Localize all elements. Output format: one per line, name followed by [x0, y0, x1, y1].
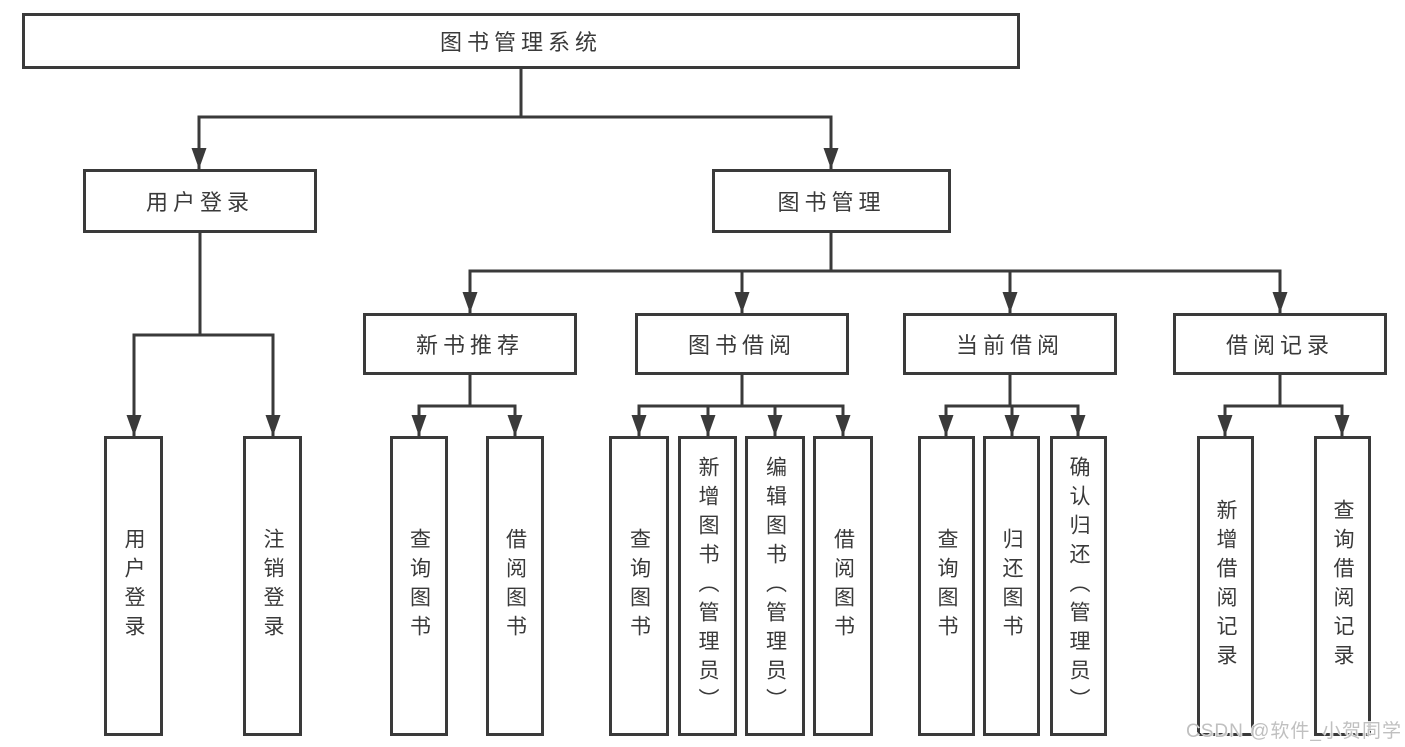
leaf-borrow-books-borrowing: 借阅图书	[813, 436, 873, 736]
leaf-add-books-admin: 新增图书（管理员）	[678, 436, 737, 736]
arrow-connectors	[126, 117, 1350, 436]
leaf-query-books-current: 查询图书	[918, 436, 975, 736]
leaf-query-books-recommend: 查询图书	[390, 436, 448, 736]
node-book-borrowing: 图书借阅	[635, 313, 849, 375]
leaf-add-borrow-record: 新增借阅记录	[1197, 436, 1254, 736]
node-borrowing-records: 借阅记录	[1173, 313, 1387, 375]
leaf-edit-books-admin: 编辑图书（管理员）	[745, 436, 805, 736]
leaf-confirm-return-admin: 确认归还（管理员）	[1050, 436, 1107, 736]
leaf-query-books-borrowing: 查询图书	[609, 436, 669, 736]
node-book-management: 图书管理	[712, 169, 951, 233]
connector-lines	[132, 67, 1344, 408]
leaf-borrow-books-recommend: 借阅图书	[486, 436, 544, 736]
leaf-query-borrow-record: 查询借阅记录	[1314, 436, 1371, 736]
watermark-text: CSDN @软件_小贺同学	[1186, 721, 1402, 742]
leaf-user-login: 用户登录	[104, 436, 163, 736]
node-new-book-recommendation: 新书推荐	[363, 313, 577, 375]
node-library-management-system: 图书管理系统	[22, 13, 1020, 69]
node-user-login: 用户登录	[83, 169, 317, 233]
node-current-borrowing: 当前借阅	[903, 313, 1117, 375]
leaf-logout: 注销登录	[243, 436, 302, 736]
leaf-return-books: 归还图书	[983, 436, 1040, 736]
